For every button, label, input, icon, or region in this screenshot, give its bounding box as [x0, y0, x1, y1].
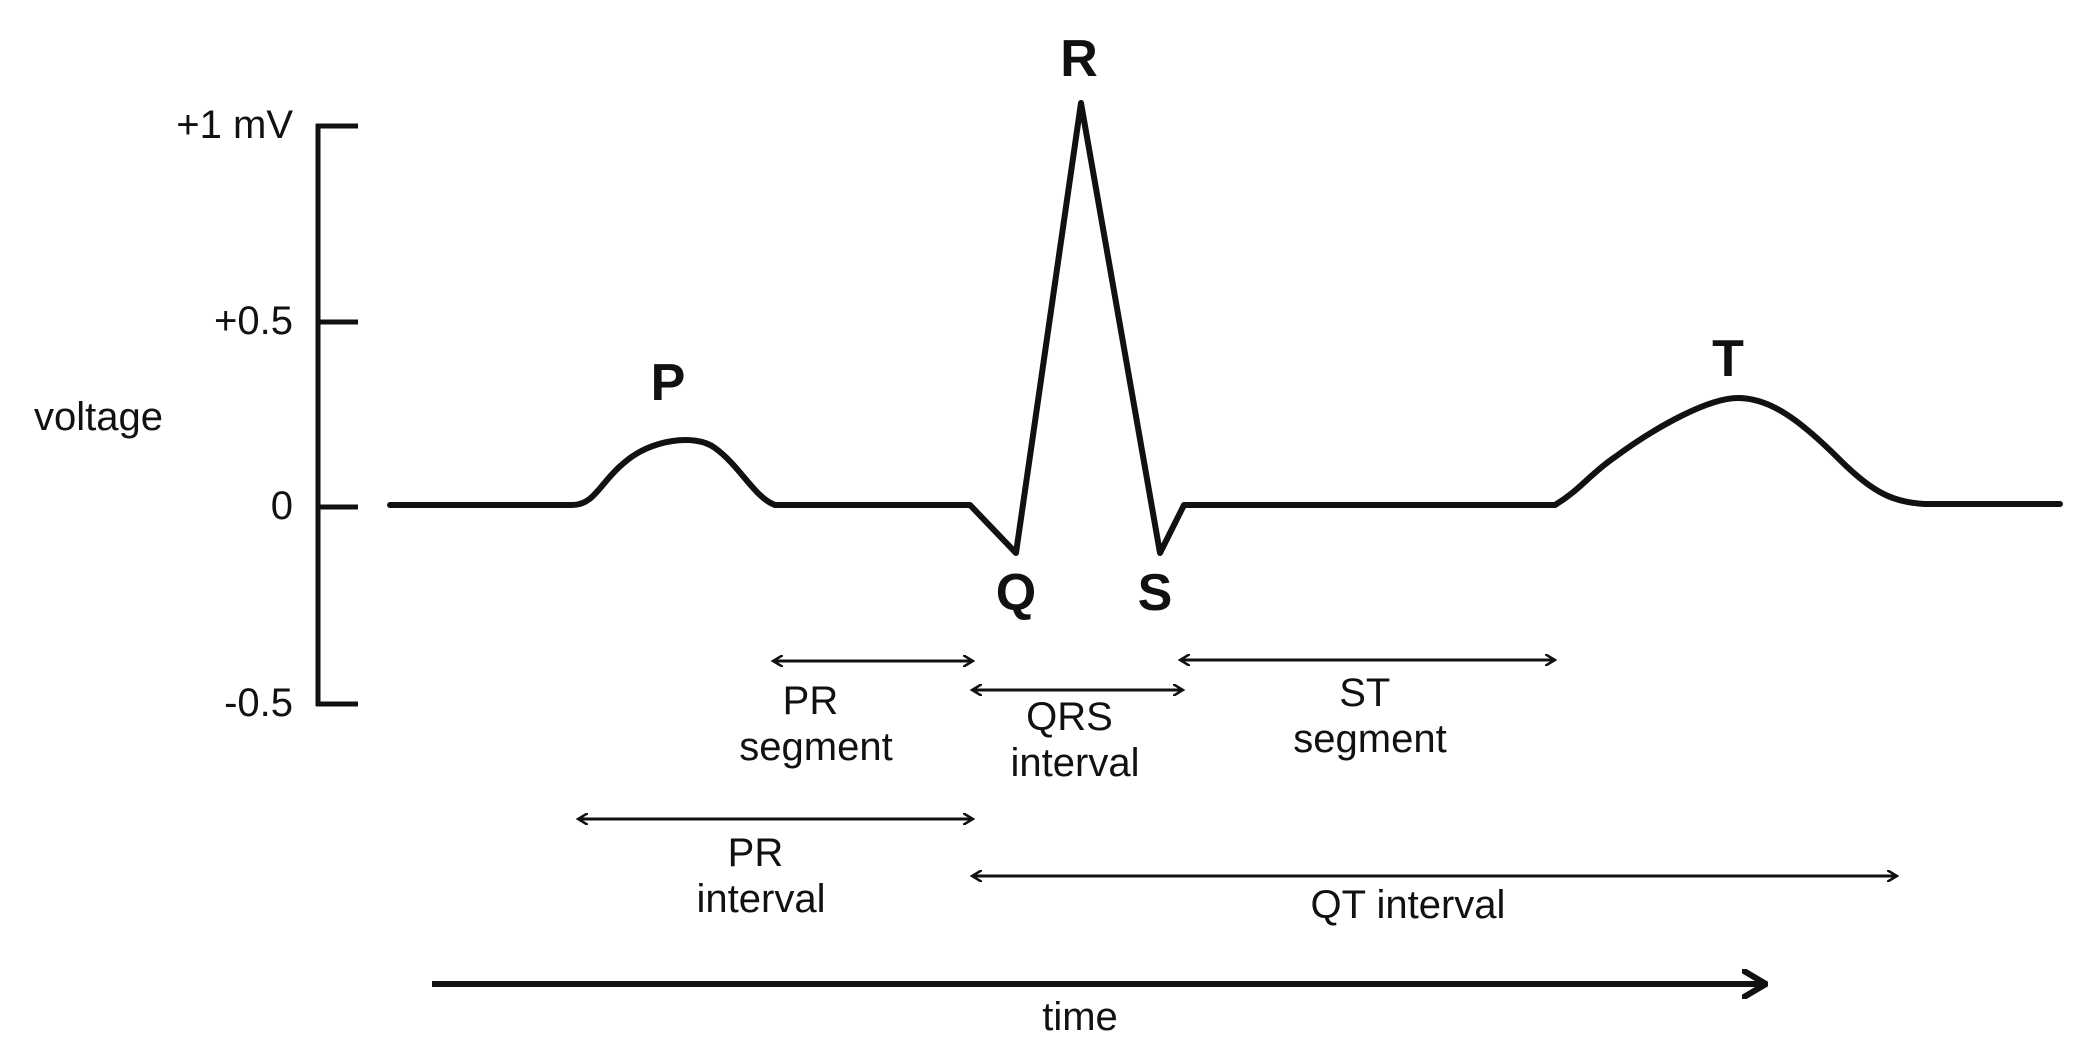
tick-label-half: +0.5: [214, 299, 293, 343]
time-label: time: [1042, 995, 1118, 1039]
voltage-label: voltage: [34, 395, 163, 439]
qrs-interval-label: QRS interval: [1011, 695, 1140, 785]
tick-label-1mv: +1 mV: [176, 103, 293, 147]
qt-interval-label: QT interval: [1311, 883, 1506, 927]
tick-label-neg-half: -0.5: [224, 681, 293, 725]
pr-interval-label-line1: PR: [728, 831, 784, 875]
pr-interval-label: PR interval: [697, 831, 826, 921]
tick-label-zero: 0: [271, 484, 293, 528]
qrs-interval-label-line2: interval: [1011, 741, 1140, 785]
s-wave-label: S: [1138, 564, 1173, 622]
pr-segment-label-line1: PR: [783, 679, 839, 723]
st-segment-label: ST segment: [1293, 671, 1446, 761]
st-segment-label-line2: segment: [1293, 717, 1446, 761]
pr-interval-label-line2: interval: [697, 877, 826, 921]
ecg-waveform: [387, 100, 2063, 556]
q-wave-label: Q: [996, 564, 1036, 622]
p-wave-label: P: [651, 354, 686, 412]
st-segment-label-line1: ST: [1339, 671, 1390, 715]
t-wave-label: T: [1712, 330, 1744, 388]
pr-segment-label: PR segment: [739, 679, 892, 769]
pr-segment-label-line2: segment: [739, 725, 892, 769]
r-wave-label: R: [1060, 30, 1098, 88]
qrs-interval-label-line1: QRS: [1026, 695, 1113, 739]
voltage-axis: +1 mV +0.5 0 -0.5 voltage: [34, 103, 358, 725]
